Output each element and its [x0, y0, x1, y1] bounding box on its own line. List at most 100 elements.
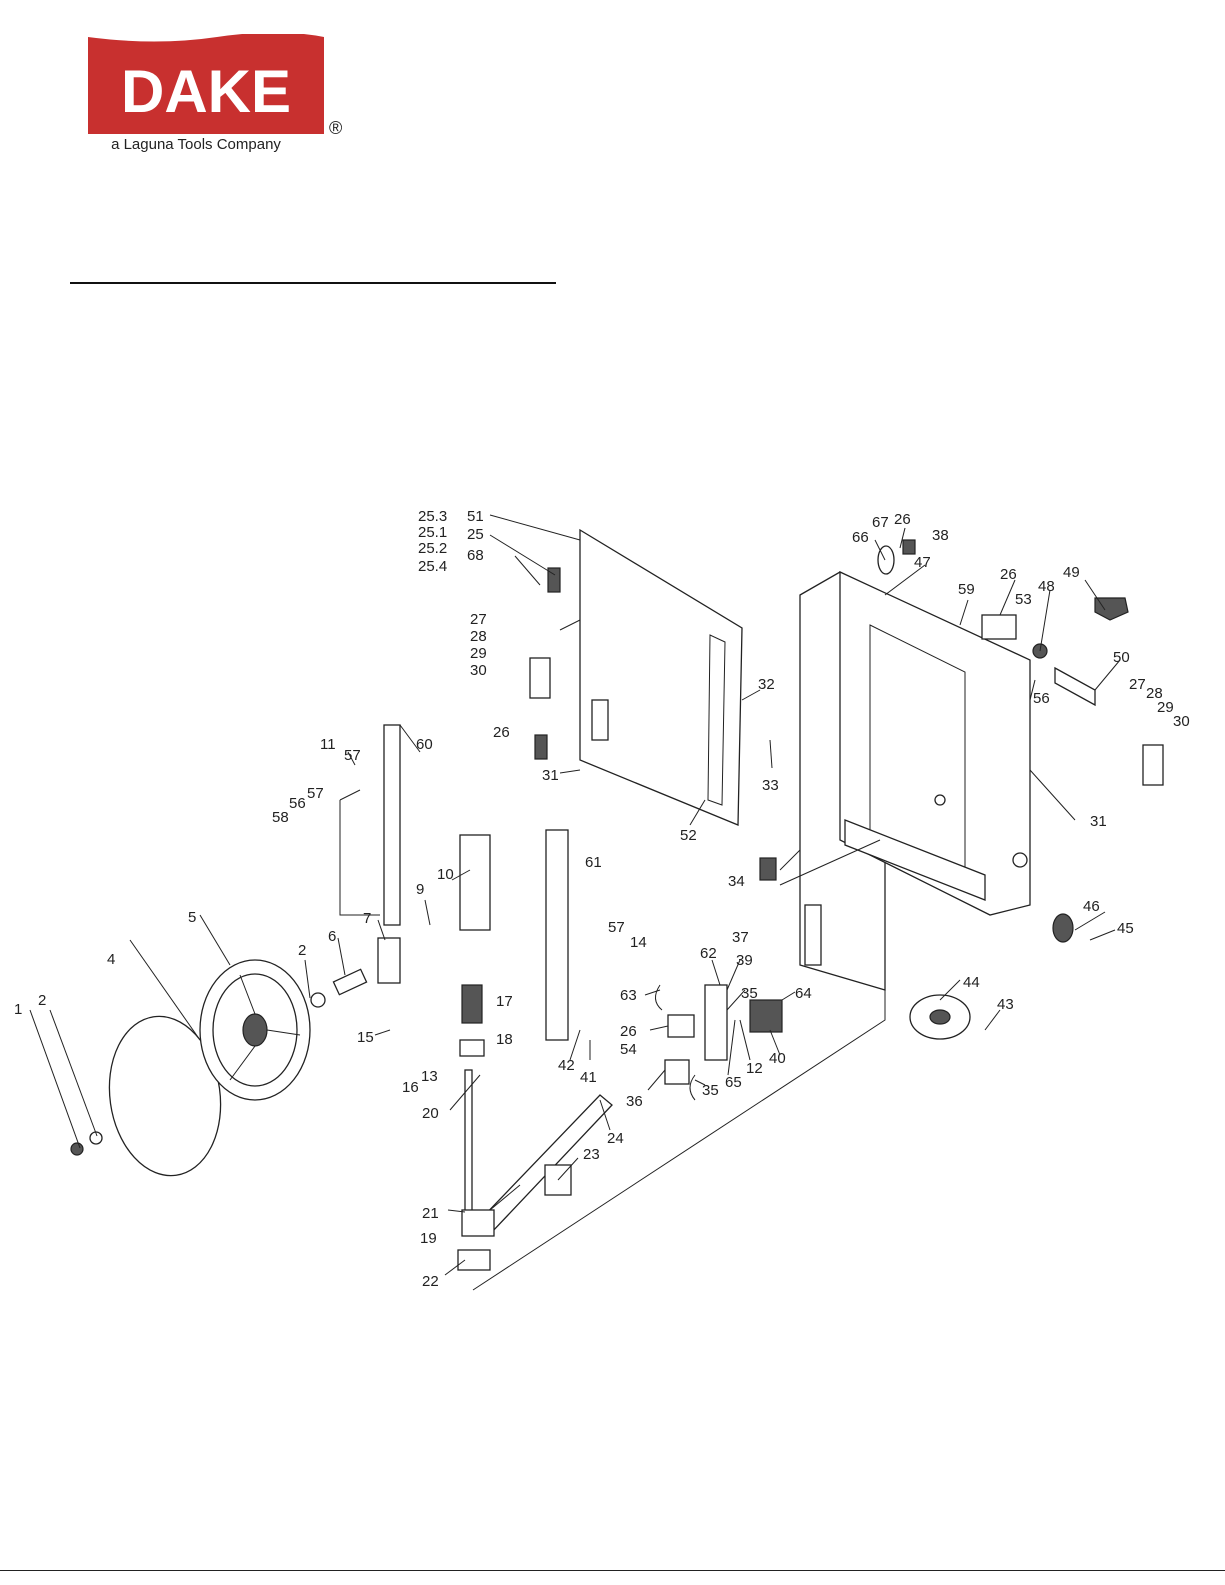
callout-label: 26	[620, 1023, 637, 1040]
tension-knob-part	[1095, 598, 1128, 620]
callout-label: 35	[741, 985, 758, 1002]
base-plate-part	[458, 1250, 490, 1270]
callout-label: 15	[357, 1029, 374, 1046]
callout-label: 51	[467, 508, 484, 525]
callout-label: 20	[422, 1105, 439, 1122]
callout-label: 31	[1090, 813, 1107, 830]
callout-label: 54	[620, 1041, 637, 1058]
callout-label: 25.3	[418, 508, 447, 525]
callout-label: 50	[1113, 649, 1130, 666]
callout-label: 36	[626, 1093, 643, 1110]
brush-part	[760, 858, 776, 880]
cover-door-part	[580, 530, 742, 825]
callout-label: 25.2	[418, 540, 447, 557]
callout-label: 18	[496, 1031, 513, 1048]
slide-block-part	[378, 938, 400, 983]
motor-switch-part	[750, 1000, 782, 1032]
callout-label: 37	[732, 929, 749, 946]
wheel-part	[200, 960, 310, 1100]
callout-label: 4	[107, 951, 115, 968]
callout-label: 48	[1038, 578, 1055, 595]
hinge-part	[535, 735, 547, 759]
callout-label: 35	[702, 1082, 719, 1099]
callout-label: 27	[1129, 676, 1146, 693]
cable-part	[655, 985, 662, 1010]
callout-label: 62	[700, 945, 717, 962]
tension-rod-part	[465, 1070, 472, 1220]
callout-label: 58	[272, 809, 289, 826]
logo-wordmark: DAKE	[121, 58, 291, 125]
callout-label: 40	[769, 1050, 786, 1067]
callout-label: 1	[14, 1001, 22, 1018]
cable-part	[690, 1075, 695, 1100]
latch-part	[592, 700, 608, 740]
callout-label: 25.4	[418, 558, 447, 575]
switch-part	[665, 1060, 689, 1084]
callout-label: 14	[630, 934, 647, 951]
callout-label: 21	[422, 1205, 439, 1222]
callout-label: 5	[188, 909, 196, 926]
callout-label: 26	[1000, 566, 1017, 583]
spring-part	[462, 985, 482, 1023]
callout-label: 28	[470, 628, 487, 645]
callout-label: 27	[470, 611, 487, 628]
logo-registered-mark: ®	[329, 118, 342, 138]
callout-label: 57	[344, 747, 361, 764]
callout-label: 19	[420, 1230, 437, 1247]
callout-label: 30	[470, 662, 487, 679]
callout-label: 10	[437, 866, 454, 883]
switch-box-part	[982, 615, 1016, 639]
callout-label: 31	[542, 767, 559, 784]
callout-label: 63	[620, 987, 637, 1004]
callout-label: 38	[932, 527, 949, 544]
callout-label: 6	[328, 928, 336, 945]
callout-label: 45	[1117, 920, 1134, 937]
callout-label: 65	[725, 1074, 742, 1091]
callout-label: 68	[467, 547, 484, 564]
callout-label: 26	[894, 511, 911, 528]
logo-tagline: a Laguna Tools Company	[111, 136, 281, 153]
callout-label: 53	[1015, 591, 1032, 608]
dake-logo: DAKE ® a Laguna Tools Company	[86, 34, 348, 156]
callout-label: 42	[558, 1057, 575, 1074]
callout-label: 39	[736, 952, 753, 969]
callout-label: 9	[416, 881, 424, 898]
callout-label: 56	[289, 795, 306, 812]
callout-label: 12	[746, 1060, 763, 1077]
callout-label: 17	[496, 993, 513, 1010]
slide-bar-part	[546, 830, 568, 1040]
callout-label: 49	[1063, 564, 1080, 581]
tension-block-part	[462, 1210, 494, 1236]
callout-label: 23	[583, 1146, 600, 1163]
callout-label: 2	[38, 992, 46, 1009]
callout-label: 57	[307, 785, 324, 802]
callout-label: 11	[320, 736, 336, 753]
latch-plate-part	[530, 658, 550, 698]
callout-label: 2	[298, 942, 306, 959]
label-part	[1143, 745, 1163, 785]
switch-plate-part	[705, 985, 727, 1060]
callout-label: 24	[607, 1130, 624, 1147]
callout-label: 66	[852, 529, 869, 546]
callout-label: 25.1	[418, 524, 447, 541]
callout-label: 61	[585, 854, 602, 871]
callout-label: 64	[795, 985, 812, 1002]
callout-label: 59	[958, 581, 975, 598]
callout-label: 22	[422, 1273, 439, 1290]
footer-rule	[0, 1570, 1225, 1571]
callout-label: 32	[758, 676, 775, 693]
bearing-part	[311, 993, 325, 1007]
callout-label: 60	[416, 736, 433, 753]
switch-part	[668, 1015, 694, 1037]
callout-label: 29	[470, 645, 487, 662]
callout-label: 34	[728, 873, 745, 890]
slide-bar-part	[384, 725, 400, 925]
callout-label: 56	[1033, 690, 1050, 707]
callout-label: 16	[402, 1079, 419, 1096]
callout-label: 44	[963, 974, 980, 991]
callout-label: 26	[493, 724, 510, 741]
callout-label: 57	[608, 919, 625, 936]
exploded-parts-diagram: 25.3 25.1 25.2 25.4 51 25 68 27 28 29 30…	[0, 490, 1225, 1310]
callout-label: 13	[421, 1068, 438, 1085]
adjust-knob-part	[1053, 914, 1073, 942]
